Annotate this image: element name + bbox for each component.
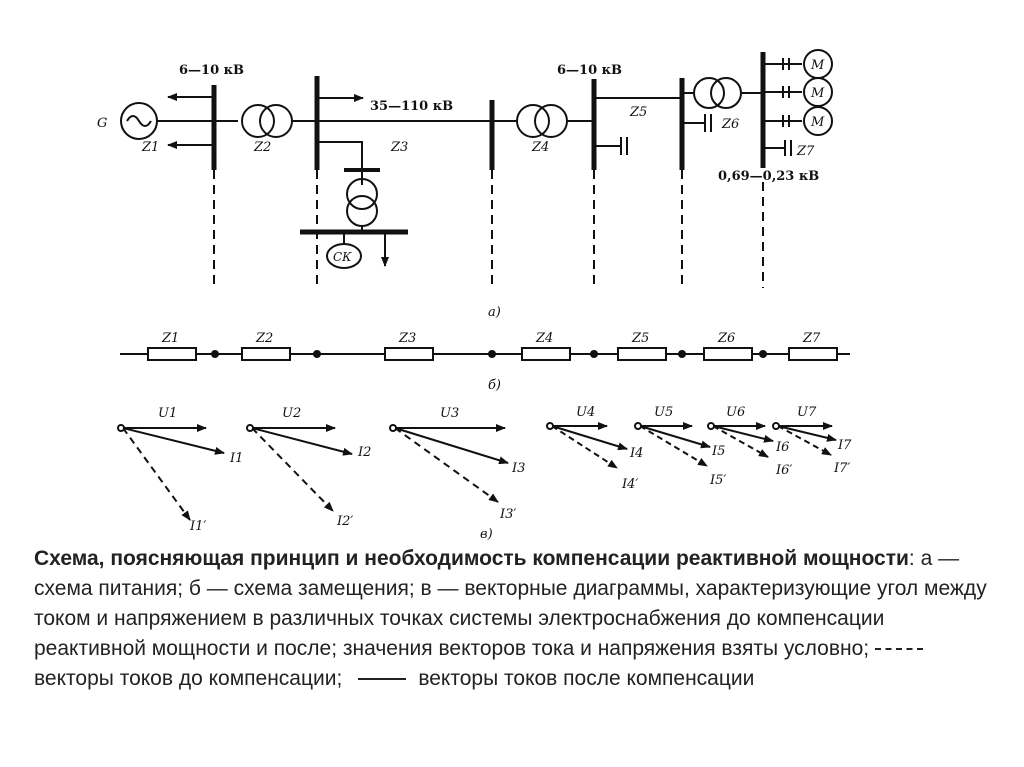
impedance-label-z6: Z6 xyxy=(721,117,739,132)
scheme-c xyxy=(117,422,837,521)
label-i4: I4 xyxy=(629,446,643,461)
legend-dashed-text: векторы токов до компенсации; xyxy=(34,667,343,690)
node-4 xyxy=(590,350,598,358)
label-i3: I3 xyxy=(511,461,525,476)
label-u3: U3 xyxy=(440,406,459,421)
vector-i3-before xyxy=(394,427,499,503)
scheme-b-labels: Z1 Z2 Z3 Z4 Z5 Z6 Z7 б) xyxy=(161,331,821,393)
label-i7-before: I7′ xyxy=(833,461,850,476)
vector-i1-before xyxy=(122,427,191,521)
label-i5: I5 xyxy=(711,444,725,459)
resistor-label-z6: Z6 xyxy=(717,331,735,346)
vector-i6 xyxy=(712,425,774,443)
vector-i7-before xyxy=(777,425,832,456)
generator-label: G xyxy=(97,116,107,131)
scheme-c-labels: U1 I1 I1′ U2 I2 I2′ U3 I3 I3′ U4 I4 I4′ … xyxy=(158,405,852,540)
label-i6-before: I6′ xyxy=(775,463,792,478)
synchronous-compensator xyxy=(326,243,362,269)
voltage-label-low: 0,69—0,23 кВ xyxy=(718,169,819,184)
label-u7: U7 xyxy=(797,405,817,420)
voltage-label-right: 6—10 кВ xyxy=(557,63,622,78)
motor-3 xyxy=(763,106,833,136)
caption-text: : а — схема питания; б — схема замещения… xyxy=(34,547,987,660)
resistor-label-z3: Z3 xyxy=(398,331,416,346)
impedance-label-z3: Z3 xyxy=(390,140,408,155)
scheme-c-caption: в) xyxy=(480,527,493,540)
vector-i4 xyxy=(551,425,628,451)
scheme-a xyxy=(120,49,833,288)
transformer-1 xyxy=(241,104,275,138)
vector-i1 xyxy=(122,427,225,455)
compensator-label: СК xyxy=(333,250,352,264)
voltage-label-left: 6—10 кВ xyxy=(179,63,244,78)
motor-2 xyxy=(763,77,833,107)
node-3 xyxy=(488,350,496,358)
scheme-a-labels: 6—10 кВ 35—110 кВ 6—10 кВ 0,69—0,23 кВ G… xyxy=(97,58,825,320)
vector-i7 xyxy=(777,425,837,442)
label-i7: I7 xyxy=(837,438,852,453)
reactive-power-diagram: 6—10 кВ 35—110 кВ 6—10 кВ 0,69—0,23 кВ G… xyxy=(97,49,852,540)
vector-i5 xyxy=(639,425,711,449)
vector-i2 xyxy=(251,427,353,456)
transformer-4 xyxy=(516,104,550,138)
figure-caption: Схема, поясняющая принцип и необходимост… xyxy=(34,544,994,694)
transformer-5 xyxy=(693,77,725,109)
vector-i6-before xyxy=(712,425,769,458)
resistor-z4 xyxy=(521,347,571,361)
scheme-b xyxy=(120,347,850,361)
impedance-label-z4: Z4 xyxy=(531,140,549,155)
vector-i5-before xyxy=(639,425,708,467)
label-i1-before: I1′ xyxy=(189,519,206,534)
motor-label-2: M xyxy=(810,86,825,101)
label-u2: U2 xyxy=(282,406,301,421)
impedance-label-z2: Z2 xyxy=(253,140,271,155)
label-i2: I2 xyxy=(357,445,371,460)
impedance-label-z7: Z7 xyxy=(796,144,815,159)
resistor-z2 xyxy=(241,347,291,361)
label-u6: U6 xyxy=(726,405,745,420)
resistor-z6 xyxy=(703,347,753,361)
label-i3-before: I3′ xyxy=(499,507,516,522)
motor-label-3: M xyxy=(810,115,825,130)
caption-title: Схема, поясняющая принцип и необходимост… xyxy=(34,547,909,570)
node-5 xyxy=(678,350,686,358)
resistor-z7 xyxy=(788,347,838,361)
node-1 xyxy=(211,350,219,358)
label-i4-before: I4′ xyxy=(621,477,638,492)
label-i5-before: I5′ xyxy=(709,473,726,488)
resistor-label-z2: Z2 xyxy=(255,331,273,346)
scheme-a-caption: а) xyxy=(488,305,501,320)
label-i1: I1 xyxy=(229,451,243,466)
vector-i2-before xyxy=(251,427,334,512)
node-6 xyxy=(759,350,767,358)
legend-solid-text: векторы токов после компенсации xyxy=(418,667,755,690)
impedance-label-z1: Z1 xyxy=(141,140,159,155)
label-i6: I6 xyxy=(775,440,789,455)
vector-i3 xyxy=(394,427,509,465)
vector-i4-before xyxy=(551,425,618,469)
label-u5: U5 xyxy=(654,405,673,420)
label-u1: U1 xyxy=(158,406,177,421)
voltage-label-mid: 35—110 кВ xyxy=(370,99,453,114)
resistor-label-z5: Z5 xyxy=(631,331,649,346)
resistor-label-z1: Z1 xyxy=(161,331,179,346)
transformer-3 xyxy=(346,178,378,210)
resistor-z1 xyxy=(147,347,197,361)
node-2 xyxy=(313,350,321,358)
dashed-legend-line xyxy=(875,648,924,651)
motor-label-1: M xyxy=(810,58,825,73)
impedance-label-z5: Z5 xyxy=(629,105,647,120)
scheme-b-caption: б) xyxy=(488,378,501,393)
resistor-label-z7: Z7 xyxy=(802,331,821,346)
resistor-z5 xyxy=(617,347,667,361)
resistor-z3 xyxy=(384,347,434,361)
label-i2-before: I2′ xyxy=(336,514,353,529)
resistor-label-z4: Z4 xyxy=(535,331,553,346)
label-u4: U4 xyxy=(576,405,595,420)
solid-legend-line xyxy=(358,678,407,681)
generator-sine xyxy=(126,115,152,127)
